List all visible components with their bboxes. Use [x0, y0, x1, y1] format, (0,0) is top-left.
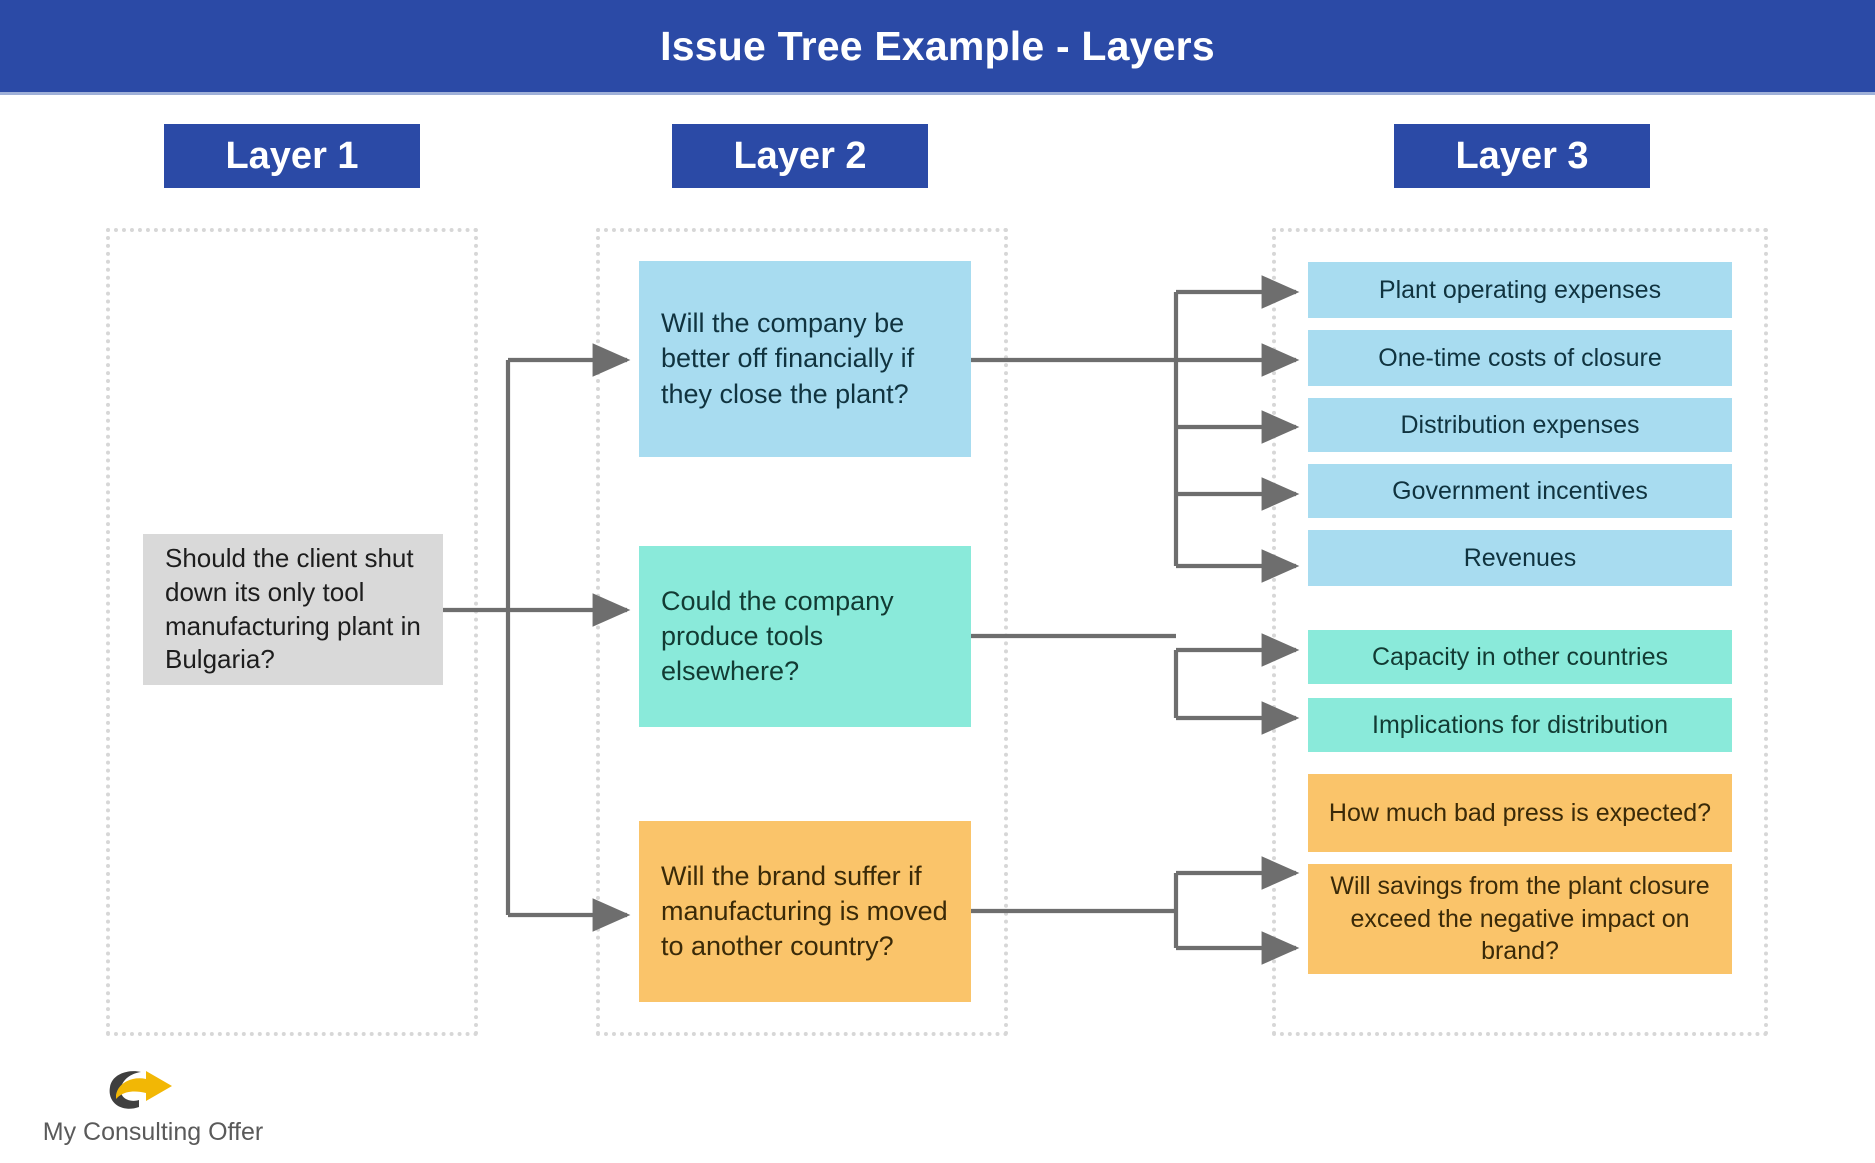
layer-2-chip: Layer 2 [672, 124, 928, 188]
layer3-node-plant-operating-expenses[interactable]: Plant operating expenses [1308, 262, 1732, 318]
layer3-node-savings-vs-brand[interactable]: Will savings from the plant closure exce… [1308, 864, 1732, 974]
layer2-node-financial[interactable]: Will the company be better off financial… [639, 261, 971, 457]
layer3-node-implications-distribution[interactable]: Implications for distribution [1308, 698, 1732, 752]
layer2-node-brand[interactable]: Will the brand suffer if manufacturing i… [639, 821, 971, 1002]
layer-1-column-frame [106, 228, 478, 1036]
layer-3-column-frame [1272, 228, 1768, 1036]
layer3-node-bad-press-expected[interactable]: How much bad press is expected? [1308, 774, 1732, 852]
slide-header: Issue Tree Example - Layers [0, 0, 1875, 92]
layer-3-chip: Layer 3 [1394, 124, 1650, 188]
layer2-node-production[interactable]: Could the company produce tools elsewher… [639, 546, 971, 727]
layer3-node-capacity-other-countries[interactable]: Capacity in other countries [1308, 630, 1732, 684]
layer3-node-revenues[interactable]: Revenues [1308, 530, 1732, 586]
header-divider [0, 92, 1875, 95]
layer3-node-one-time-costs-of-closure[interactable]: One-time costs of closure [1308, 330, 1732, 386]
layer3-node-government-incentives[interactable]: Government incentives [1308, 464, 1732, 518]
layer3-node-distribution-expenses[interactable]: Distribution expenses [1308, 398, 1732, 452]
page-title: Issue Tree Example - Layers [660, 22, 1215, 69]
root-node[interactable]: Should the client shut down its only too… [143, 534, 443, 685]
layer-2-column-frame [596, 228, 1008, 1036]
logo-text: My Consulting Offer [42, 1118, 264, 1146]
layer-1-chip: Layer 1 [164, 124, 420, 188]
swoosh-arrow-icon [109, 1071, 172, 1109]
